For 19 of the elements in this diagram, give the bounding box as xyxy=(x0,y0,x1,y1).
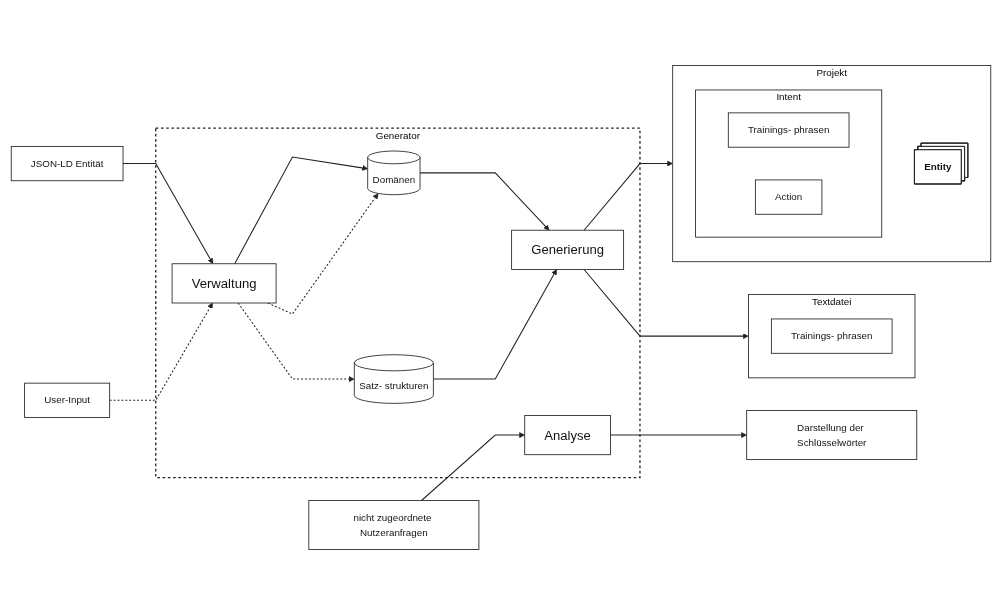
node-box: nicht zugeordnete Nutzeranfragen xyxy=(307,499,479,550)
arrow xyxy=(420,431,525,501)
node-box: Analyse xyxy=(523,414,611,455)
arrow xyxy=(583,268,749,339)
node-box: Generierung xyxy=(510,229,624,270)
arrow xyxy=(233,155,368,264)
node-box: Trainings- phrasen xyxy=(770,318,892,354)
arrow xyxy=(432,268,557,380)
arrow xyxy=(609,431,747,438)
arrow xyxy=(583,160,673,231)
node-box: JSON-LD Entität xyxy=(10,145,123,181)
arrow xyxy=(122,162,213,264)
node-box: Verwaltung xyxy=(171,262,277,303)
arrow xyxy=(108,302,213,401)
node-box: Trainings- phrasen xyxy=(727,111,849,148)
arrow xyxy=(419,171,549,230)
node-box: User-Input xyxy=(23,382,110,418)
node-box: Action xyxy=(754,179,822,215)
node-box: Darstellung der Schlüsselwörter xyxy=(745,409,917,460)
